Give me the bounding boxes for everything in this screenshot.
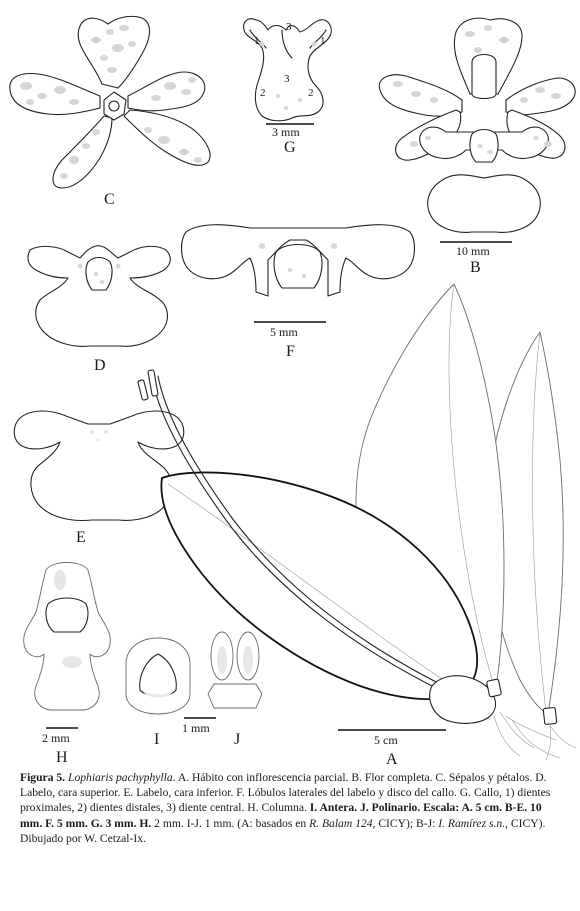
species-name: Lophiaris pachyphylla — [68, 771, 173, 784]
panel-letter-h: H — [56, 749, 68, 765]
j-viscidium — [207, 683, 263, 709]
scale-text-f: 5 mm — [270, 325, 298, 339]
b-callus — [469, 128, 499, 163]
f-callus-disc — [273, 243, 323, 289]
scale-text-a: 5 cm — [374, 733, 398, 747]
panel-letter-j: J — [234, 731, 240, 748]
b-flower-spots — [393, 25, 561, 154]
panel-d-labellum-upper: D — [27, 245, 171, 374]
panel-letter-a: A — [386, 751, 398, 765]
panel-letter-c: C — [104, 191, 115, 208]
h-column-outline — [23, 562, 111, 711]
e-labellum-outline — [13, 410, 185, 522]
d-labellum-outline — [27, 245, 171, 347]
panel-letter-f: F — [286, 343, 295, 360]
panel-h-column: 2 mm H — [23, 562, 111, 765]
callus-label-1-left: 1 — [254, 35, 260, 47]
panel-letter-e: E — [76, 529, 86, 546]
caption-text-2: 2 mm. I-J. 1 mm. (A: basados en — [151, 816, 310, 830]
central-tooth — [281, 29, 293, 59]
caption-text-1: . A. Hábito con inflorescencia parcial. … — [20, 771, 551, 815]
panel-letter-g: G — [284, 139, 296, 156]
h-anther — [45, 597, 89, 633]
panel-c-sepals-petals: C — [9, 15, 211, 208]
scale-text-h: 2 mm — [42, 731, 70, 745]
sepal-spots — [20, 25, 202, 179]
callus-label-3-center: 3 — [284, 73, 290, 85]
botanical-plate: C 1 1 3 3 2 2 3 mm G — [9, 15, 577, 765]
panel-e-labellum-lower: E — [13, 410, 185, 546]
b-labellum-midlobe — [427, 174, 541, 233]
proximal-tooth-right — [309, 29, 327, 49]
collector-1: R. Balam 124 — [309, 816, 373, 830]
b-column — [471, 53, 497, 100]
dorsal-sepal — [77, 15, 151, 89]
a-inflorescence-tip-1 — [147, 369, 159, 397]
caption-bold-1: I. Antera. J. Polinario. Escala: A. 5 cm… — [20, 801, 542, 830]
d-callus — [85, 256, 113, 291]
b-right-petal — [505, 77, 576, 116]
callus-label-2-right: 2 — [308, 87, 314, 99]
caption-text-3: , CICY); B-J: — [372, 816, 439, 830]
panel-letter-d: D — [94, 357, 106, 374]
panel-letter-b: B — [470, 259, 481, 276]
panel-a-habit: 5 cm A — [137, 283, 577, 765]
left-petal — [9, 72, 101, 116]
a-pseudobulb — [429, 675, 496, 724]
panel-b-flower: 10 mm B — [378, 17, 576, 276]
column-center — [108, 100, 120, 112]
proximal-tooth-left — [249, 29, 267, 49]
caption-text-4: , CICY). Dibujado por W. Cetzal-Ix. — [20, 816, 546, 845]
a-roots — [493, 711, 577, 761]
panel-letter-i: I — [154, 731, 159, 748]
callus-outline — [243, 18, 332, 122]
panel-j-pollinarium: 1 mm J — [182, 631, 263, 748]
figure-caption: Figura 5. Lophiaris pachyphylla. A. Hábi… — [20, 770, 564, 846]
figure-label: Figura 5. — [20, 771, 66, 784]
a-inflorescence-tip-2 — [137, 379, 149, 401]
right-petal — [127, 71, 206, 112]
scale-text-b: 10 mm — [456, 244, 490, 258]
panel-f-lateral-lobes: 5 mm F — [180, 224, 416, 360]
b-left-petal — [378, 74, 463, 117]
f-lateral-lobes-outline — [180, 224, 416, 297]
scale-text-g: 3 mm — [272, 125, 300, 139]
a-leaf-back-right — [486, 331, 564, 715]
a-inflorescence — [151, 377, 441, 691]
callus-label-1-right: 1 — [320, 35, 326, 47]
a-bract-2 — [542, 707, 558, 725]
callus-label-3-top: 3 — [286, 21, 292, 33]
scale-text-ij: 1 mm — [182, 721, 210, 735]
panel-i-anther: I — [125, 637, 191, 748]
callus-label-2-left: 2 — [260, 87, 266, 99]
collector-2: I. Ramírez s.n. — [438, 816, 506, 830]
panel-g-callus: 1 1 3 3 2 2 3 mm G — [243, 18, 332, 156]
a-bract-1 — [486, 678, 502, 698]
